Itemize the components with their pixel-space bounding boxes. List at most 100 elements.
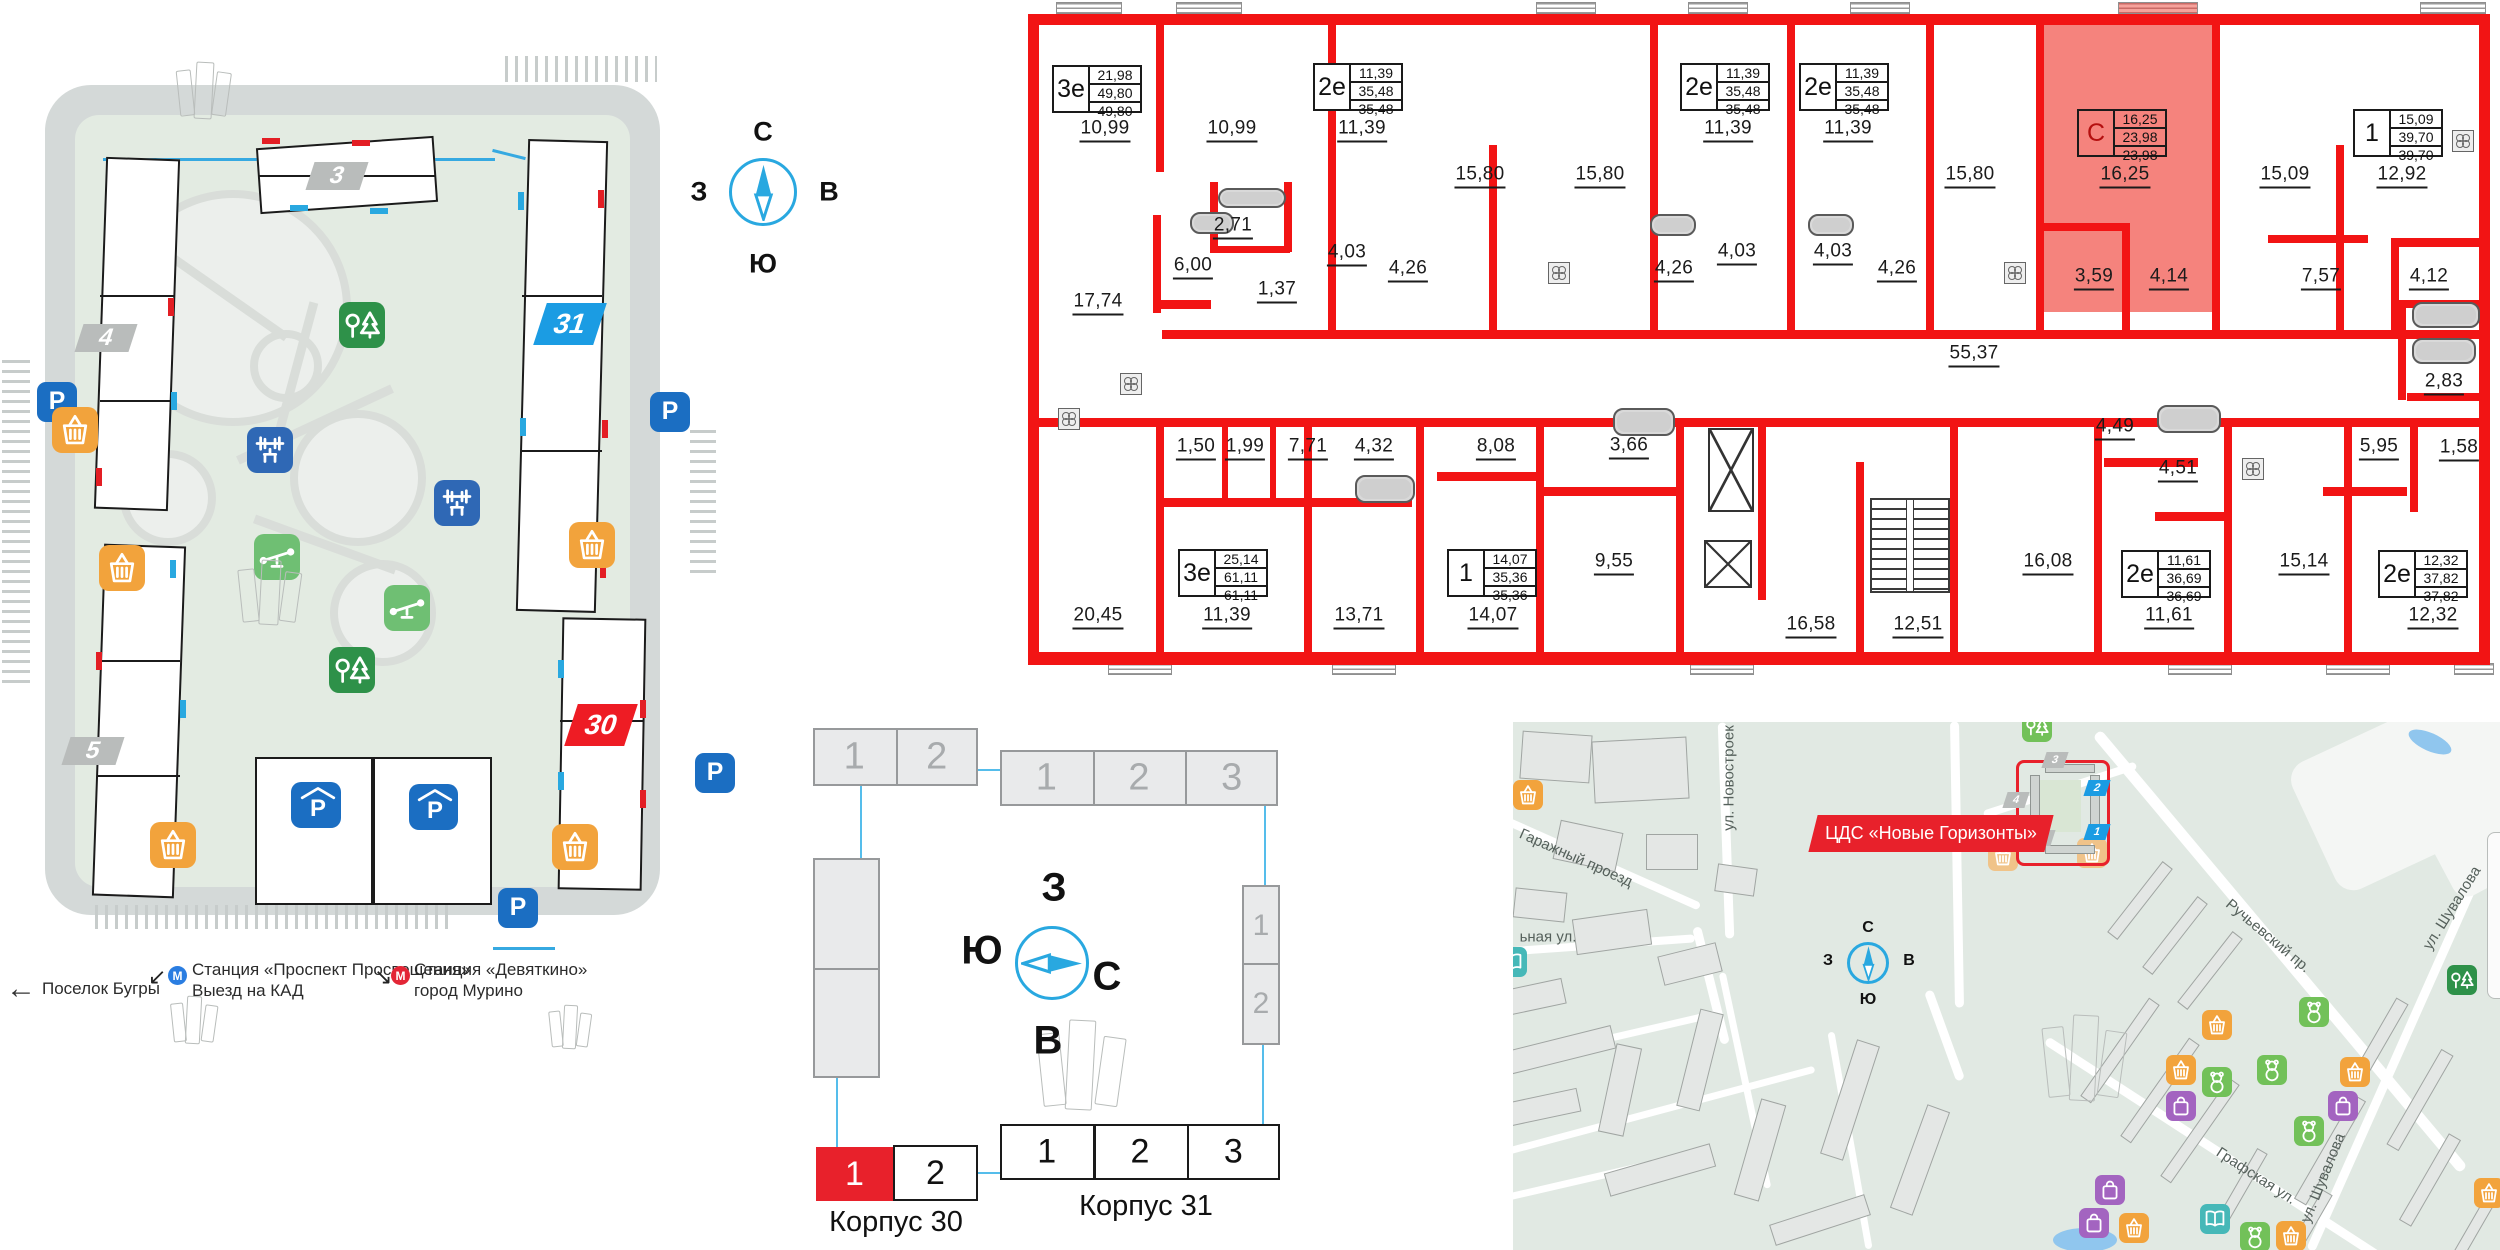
courtyard-path-circle [290, 410, 426, 546]
wall [1437, 472, 1541, 481]
room-area-label: 11,39 [1337, 118, 1387, 143]
parking-lot[interactable] [255, 757, 373, 905]
korpus-30-section-2[interactable]: 2 [893, 1145, 978, 1201]
elevator [1708, 428, 1754, 512]
entrance-tick [370, 208, 388, 214]
wall [1543, 487, 1676, 496]
map-building [1513, 1087, 1582, 1133]
room-area-label: 11,61 [2144, 605, 2194, 630]
complex-banner[interactable]: ЦДС «Новые Горизонты» [1808, 815, 2054, 852]
map-panel [2487, 832, 2500, 999]
korpus-31-section-1[interactable]: 1 [1037, 1132, 1057, 1171]
parking-lot[interactable] [373, 757, 492, 905]
room-area-label: 4,03 [1716, 241, 1758, 266]
compass-needle-icon [1017, 952, 1084, 975]
korpus-31-section-2[interactable]: 2 [1130, 1132, 1150, 1171]
entrance-tick [518, 192, 524, 210]
compass-east-label: В [819, 176, 839, 207]
bag-icon [2095, 1175, 2125, 1205]
wall [2122, 223, 2130, 335]
compass [1015, 926, 1089, 1000]
room-area-label: 9,55 [1593, 551, 1635, 576]
park-icon [339, 302, 385, 348]
wall [1160, 498, 1412, 507]
staircase [1870, 498, 1950, 593]
room-area-label: 3,59 [2073, 266, 2115, 291]
wall [2268, 235, 2368, 243]
map-building [1571, 908, 1653, 956]
entrance-tick [602, 420, 608, 438]
compass [729, 158, 797, 226]
wall [1222, 426, 1228, 498]
korpus-30-label: Корпус 30 [829, 1206, 963, 1238]
basket-icon [2202, 1010, 2232, 1040]
compass-south-label: Ю [961, 928, 1003, 973]
room-area-label: 11,39 [1823, 118, 1873, 143]
korpus-31-block [1000, 1124, 1280, 1180]
seesaw-icon [384, 585, 430, 631]
wall [2155, 512, 2227, 521]
entrance-tick [96, 468, 102, 486]
entrance-tick [520, 418, 526, 436]
map[interactable]: ЦДС «Новые Горизонты» 34521ул. Новострое… [1513, 722, 2500, 1250]
wall [1950, 426, 1958, 652]
map-building [1646, 834, 1698, 870]
entrance-tick [171, 392, 177, 410]
room-area-label: 3,66 [1608, 435, 1650, 460]
room-area-label: 2,71 [1212, 215, 1254, 240]
wall [1926, 20, 1934, 334]
korpus-31-section-3[interactable]: 3 [1223, 1132, 1243, 1171]
map-building [1513, 1025, 1617, 1075]
basket-icon [99, 545, 145, 591]
room-area-label: 14,07 [1467, 605, 1519, 630]
parking-comb [505, 56, 657, 82]
metro-icon-blue: М [168, 966, 187, 985]
entrance-tick [96, 652, 102, 670]
teddy-icon [2202, 1067, 2232, 1097]
room-area-label: 7,71 [1287, 436, 1329, 461]
map-building [1769, 1194, 1871, 1246]
connector-line [1262, 1045, 1264, 1124]
korpus-30-section-1[interactable]: 1 [816, 1147, 893, 1201]
compass [1847, 942, 1889, 984]
teddy-icon [2294, 1116, 2324, 1146]
wall [1304, 426, 1312, 652]
wall [1536, 426, 1544, 652]
wall [1676, 426, 1684, 652]
room-area-label: 16,08 [2022, 551, 2074, 576]
bathtub [1355, 475, 1415, 503]
building-section-divider [98, 775, 180, 777]
bathtub [1808, 214, 1854, 236]
wall [1028, 14, 1039, 665]
wall [2344, 426, 2352, 652]
compass-north-label: С [1862, 919, 1874, 936]
section-number: 1 [843, 735, 865, 778]
section-divider [895, 728, 898, 786]
compass-north-label: С [1092, 954, 1122, 999]
wall [2094, 426, 2102, 652]
room-area-label: 16,58 [1785, 614, 1837, 639]
cds-logo-watermark [2041, 1026, 2071, 1098]
compass-south-label: Ю [749, 248, 777, 279]
legend-bugry-label: Поселок Бугры [42, 979, 160, 998]
bag-icon [2166, 1091, 2196, 1121]
room-area-label: 4,26 [1653, 258, 1695, 283]
entrance-tick [558, 660, 564, 678]
wall [2410, 426, 2418, 512]
room-area-label: 20,45 [1072, 605, 1124, 630]
wall [2224, 426, 2232, 652]
teddy-icon [2257, 1055, 2287, 1085]
map-building [1714, 863, 1758, 897]
parking-comb [95, 905, 455, 929]
wall [1416, 426, 1424, 652]
